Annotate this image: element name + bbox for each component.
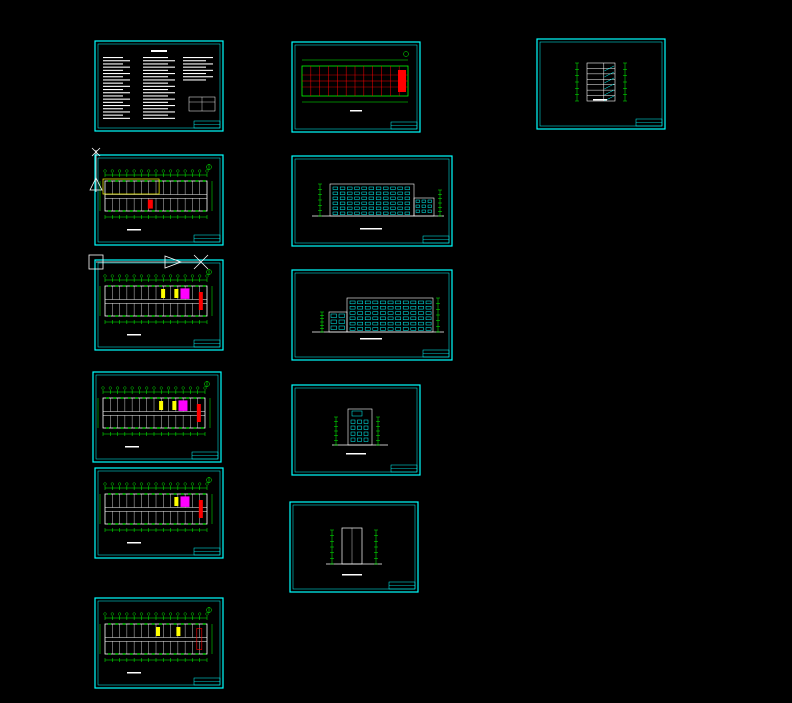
ucs-axis-icon: [89, 147, 103, 192]
drawing-sheet-floor-plan-2[interactable]: [94, 259, 224, 351]
drawing-sheet-design-notes[interactable]: [94, 40, 224, 132]
drawing-sheet-floor-plan-5[interactable]: [94, 597, 224, 689]
drawing-sheet-rear-elevation[interactable]: [291, 269, 453, 361]
drawing-sheet-front-elevation[interactable]: [291, 155, 453, 247]
drawing-sheet-floor-plan-1[interactable]: [94, 154, 224, 246]
crosshair-cursor-icon: [88, 254, 209, 270]
drawing-sheet-side-elevation-right[interactable]: [289, 501, 419, 593]
drawing-sheet-section[interactable]: [536, 38, 666, 130]
drawing-sheet-roof-plan[interactable]: [291, 41, 421, 133]
drawing-sheet-side-elevation-left[interactable]: [291, 384, 421, 476]
drawing-sheet-floor-plan-4[interactable]: [94, 467, 224, 559]
drawing-sheet-floor-plan-3[interactable]: [92, 371, 222, 463]
